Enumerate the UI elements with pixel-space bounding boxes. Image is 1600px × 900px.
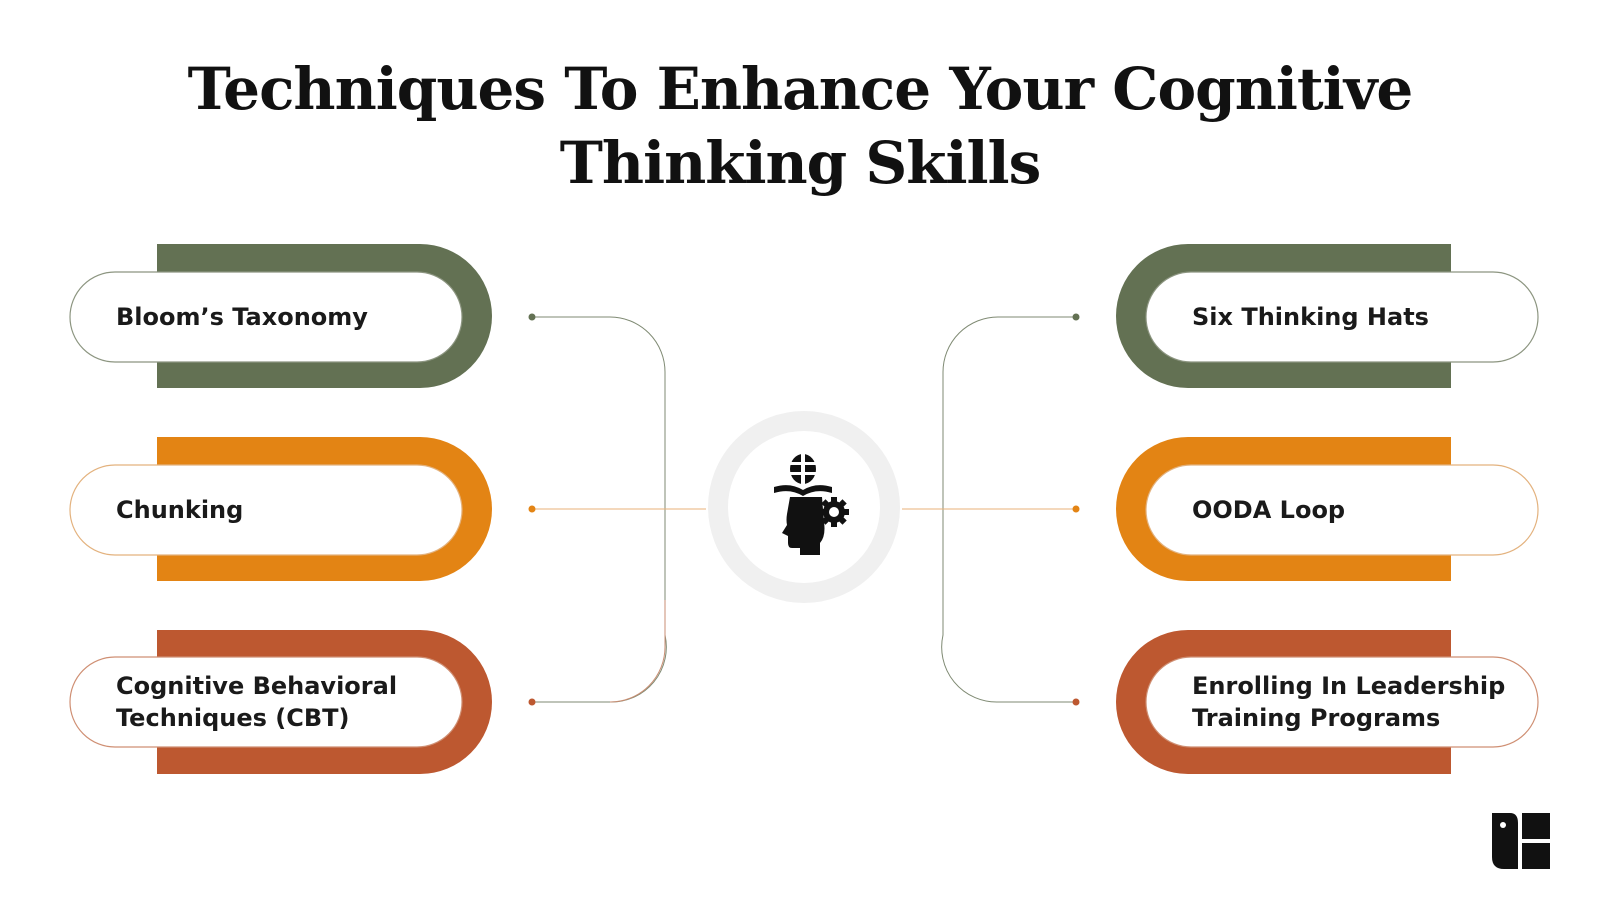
technique-left-2 — [69, 437, 492, 581]
connector-dot-left-top — [528, 313, 536, 321]
head-with-gears-and-book-icon — [774, 452, 849, 555]
technique-label-right-1: Six Thinking Hats — [1192, 303, 1429, 331]
connector-left-top — [532, 316, 667, 703]
technique-right-2 — [1116, 437, 1539, 581]
technique-label-right-2: OODA Loop — [1192, 496, 1346, 524]
technique-label-right-3: Enrolling In Leadership Training Program… — [1192, 672, 1506, 732]
pill-right-3 — [1145, 656, 1539, 748]
technique-left-1 — [69, 244, 492, 388]
connector-dot-left-middle — [528, 505, 536, 513]
pill-right-1 — [1145, 271, 1539, 363]
connector-lines — [528, 313, 1080, 706]
technique-label-left-2: Chunking — [116, 496, 244, 524]
technique-left-3 — [69, 630, 492, 774]
connector-dot-right-top — [1072, 313, 1080, 321]
technique-label-left-1: Bloom’s Taxonomy — [116, 303, 368, 331]
pill-left-1 — [69, 271, 463, 363]
pill-left-3 — [69, 656, 463, 748]
technique-right-3 — [1116, 630, 1539, 774]
brand-logo-icon — [1492, 813, 1550, 869]
title-line-2: Thinking Skills — [559, 129, 1042, 197]
pill-right-2 — [1145, 464, 1539, 556]
connector-right-top — [941, 316, 1076, 703]
connector-dot-left-bottom — [528, 698, 536, 706]
connector-left-bottom — [609, 600, 666, 703]
pill-left-2 — [69, 464, 463, 556]
connector-dot-right-middle — [1072, 505, 1080, 513]
technique-right-1 — [1116, 244, 1539, 388]
technique-label-left-3: Cognitive Behavioral Techniques (CBT) — [116, 672, 398, 732]
title-line-1: Techniques To Enhance Your Cognitive — [187, 55, 1414, 123]
page-title: Techniques To Enhance Your Cognitive Thi… — [0, 52, 1600, 200]
connector-dot-right-bottom — [1072, 698, 1080, 706]
